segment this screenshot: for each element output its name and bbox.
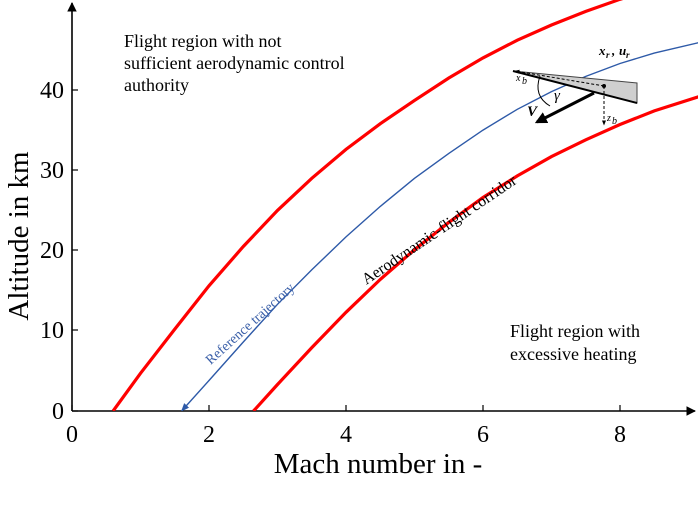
y-tick-label: 20 (40, 238, 64, 264)
body-x-label: x b (515, 73, 527, 87)
y-tick-label: 10 (40, 318, 64, 344)
lower-boundary-line (252, 95, 698, 411)
reference-point (602, 84, 606, 88)
x-tick-label: 4 (340, 422, 352, 448)
corridor-label: Aerodynamic-flight corridor (359, 172, 520, 289)
reference-trajectory-label: Reference trajectory (203, 281, 298, 368)
y-tick-label: 40 (40, 78, 64, 104)
y-tick-label: 30 (40, 158, 64, 184)
lower-region-annotation: Flight region with excessive heating (510, 321, 640, 364)
xb-symbol: x (515, 73, 521, 84)
x-tick-label: 0 (66, 422, 78, 448)
y-tick-label: 0 (52, 399, 64, 425)
lower-region-line: excessive heating (510, 344, 636, 364)
velocity-symbol: V (527, 104, 539, 120)
reference-trajectory-line (181, 42, 698, 411)
upper-region-line: sufficient aerodynamic control (124, 53, 345, 73)
lower-region-line: Flight region with (510, 321, 640, 341)
flight-path-angle-arc (537, 75, 551, 107)
x-tick-label: 2 (203, 422, 215, 448)
upper-region-annotation: Flight region with not sufficient aerody… (124, 31, 345, 95)
upper-region-line: Flight region with not (124, 31, 282, 51)
position-control-label: x r , u r (598, 43, 630, 60)
vehicle-lower-edge (512, 70, 638, 104)
vehicle-diagram: V γ x r , u r x b z b (512, 43, 638, 127)
position-subscript: r (606, 50, 610, 60)
upper-region-line: authority (124, 75, 189, 95)
label-comma: , (611, 43, 615, 58)
body-x-axis-line (514, 69, 605, 87)
x-tick-label: 8 (614, 422, 626, 448)
control-subscript: r (626, 50, 630, 60)
body-z-label: z b (606, 113, 617, 127)
x-tick-label: 6 (477, 422, 489, 448)
velocity-vector (534, 91, 595, 124)
upper-boundary-line (111, 0, 624, 411)
control-symbol: u (619, 43, 626, 58)
position-symbol: x (598, 43, 606, 58)
zb-symbol: z (606, 113, 611, 124)
xb-subscript: b (522, 76, 527, 87)
y-ticks: 0 10 20 30 40 (40, 78, 78, 425)
flight-path-angle-symbol: γ (554, 88, 561, 104)
y-axis-title: Altitude in km (3, 151, 35, 321)
zb-subscript: b (612, 116, 617, 127)
x-ticks: 0 2 4 6 8 (66, 405, 626, 448)
x-axis-title: Mach number in - (274, 448, 483, 480)
